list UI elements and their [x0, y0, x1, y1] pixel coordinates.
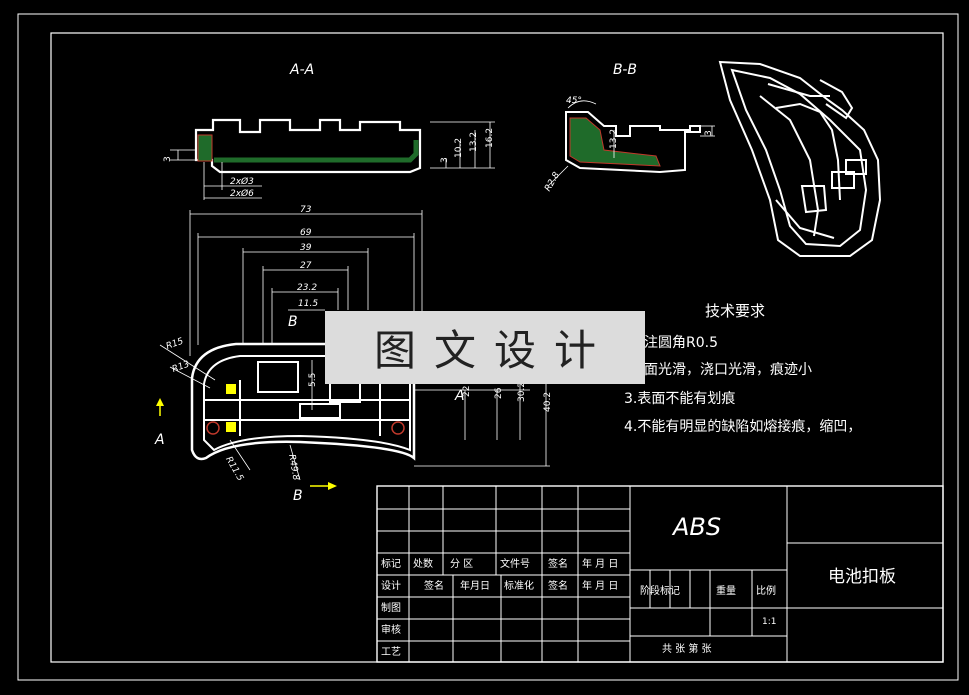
- tech-item-4: 4.不能有明显的缺陷如熔接痕，缩凹，: [624, 418, 861, 435]
- tb-scale-label: 比例: [756, 584, 776, 597]
- dim-r15: R15: [165, 336, 185, 352]
- tech-heading: 技术要求: [705, 302, 765, 320]
- tb-label-draw: 制图: [381, 601, 401, 614]
- tech-item-1: 未注圆角R0.5: [630, 335, 718, 351]
- dim-27: 27: [300, 261, 312, 271]
- dim-73: 73: [300, 205, 312, 215]
- tb-label-sign2: 签名: [424, 579, 444, 592]
- section-aa-floor: [214, 140, 419, 163]
- bb-dim-r2-8: R2.8: [543, 170, 562, 193]
- aa-dim-13-2: 13.2: [469, 132, 479, 152]
- watermark-banner: 图文设计: [325, 311, 645, 384]
- tb-label-sign3: 签名: [548, 579, 568, 592]
- aa-dim-hole-3: 2xØ3: [230, 176, 254, 187]
- section-a-right-label: A: [454, 388, 465, 404]
- section-aa-label: A-A: [289, 62, 314, 78]
- technical-requirements: 技术要求 未注圆角R0.5 表面光滑，浇口光滑，痕迹小 3.表面不能有划痕 4.…: [624, 302, 861, 435]
- bb-dim-13-2: 13.2: [609, 129, 619, 149]
- tb-label-design: 设计: [381, 579, 401, 592]
- tb-material: ABS: [671, 513, 721, 541]
- aa-dim-hole-6: 2xØ6: [230, 188, 254, 199]
- watermark-text: 图文设计: [373, 326, 614, 375]
- section-a-left-label: A: [154, 432, 165, 448]
- tb-label-mark: 标记: [381, 558, 401, 570]
- dim-23-2: 23.2: [297, 283, 317, 293]
- title-block-text: ABS 电池扣板 标记 处数 分 区 文件号 签名 年 月 日 设计 签名 年月…: [381, 513, 896, 658]
- tb-label-zone: 分 区: [450, 558, 473, 570]
- tech-item-2: 表面光滑，浇口光滑，痕迹小: [630, 361, 812, 378]
- main-plan-view: 73 69 39 27 23.2 11.5 R15 R13 R11.5 R49.…: [154, 205, 553, 504]
- dim-30-2: 30.2: [517, 382, 527, 402]
- isometric-view: [718, 60, 882, 257]
- tb-label-date: 年 月 日: [582, 557, 618, 570]
- section-bb-view: B-B 45° 3 13.2 R2.8: [543, 62, 715, 193]
- dim-11-5: 11.5: [298, 299, 318, 309]
- dim-40-2: 40.2: [543, 392, 553, 412]
- aa-dim-3-right: 3: [440, 157, 450, 163]
- tb-stage-mark: 阶段标记: [640, 584, 680, 597]
- section-aa-view: A-A 3 2xØ3 2xØ6 3 10.2 13.2 16.2: [163, 62, 495, 200]
- title-block: [376, 485, 944, 663]
- section-bb-fill: [569, 117, 661, 167]
- dim-r11-5: R11.5: [223, 455, 245, 483]
- tech-item-3: 3.表面不能有划痕: [624, 391, 735, 407]
- dim-26: 26: [494, 387, 504, 399]
- dim-69: 69: [300, 228, 312, 238]
- tb-label-count: 处数: [413, 557, 433, 570]
- aa-dim-10-2: 10.2: [454, 138, 464, 158]
- aa-dim-16-2: 16.2: [485, 128, 495, 148]
- tb-part-name: 电池扣板: [828, 567, 896, 587]
- section-bb-outline: [565, 111, 701, 174]
- section-aa-fill: [197, 134, 213, 162]
- dim-5-5: 5.5: [308, 373, 318, 387]
- section-markers: [156, 384, 405, 490]
- tb-weight: 重量: [716, 584, 736, 597]
- bb-dim-angle: 45°: [566, 96, 582, 106]
- section-aa-outline: [194, 118, 422, 174]
- dim-39: 39: [300, 243, 312, 253]
- tb-label-std: 标准化: [504, 579, 534, 592]
- tb-label-date3: 年 月 日: [582, 579, 618, 592]
- section-b-top-label: B: [288, 314, 298, 330]
- outer-frame: [17, 13, 959, 681]
- section-b-bottom-label: B: [293, 488, 303, 504]
- main-inner-outline: [203, 355, 411, 452]
- main-outline: [190, 342, 416, 461]
- bb-dim-3: 3: [704, 130, 714, 136]
- tb-scale-value: 1:1: [762, 617, 776, 627]
- tb-label-sign: 签名: [548, 557, 568, 570]
- dim-r49-8: R49.8: [286, 454, 300, 482]
- aa-dim-3-left: 3: [163, 156, 173, 162]
- dim-22: 22: [462, 386, 472, 397]
- tb-sheets: 共 张 第 张: [662, 642, 712, 655]
- tb-label-process: 工艺: [381, 646, 401, 658]
- tb-label-date2: 年月日: [460, 579, 490, 592]
- section-bb-label: B-B: [613, 62, 637, 78]
- tb-label-check: 审核: [381, 623, 401, 636]
- tb-label-docno: 文件号: [500, 557, 530, 570]
